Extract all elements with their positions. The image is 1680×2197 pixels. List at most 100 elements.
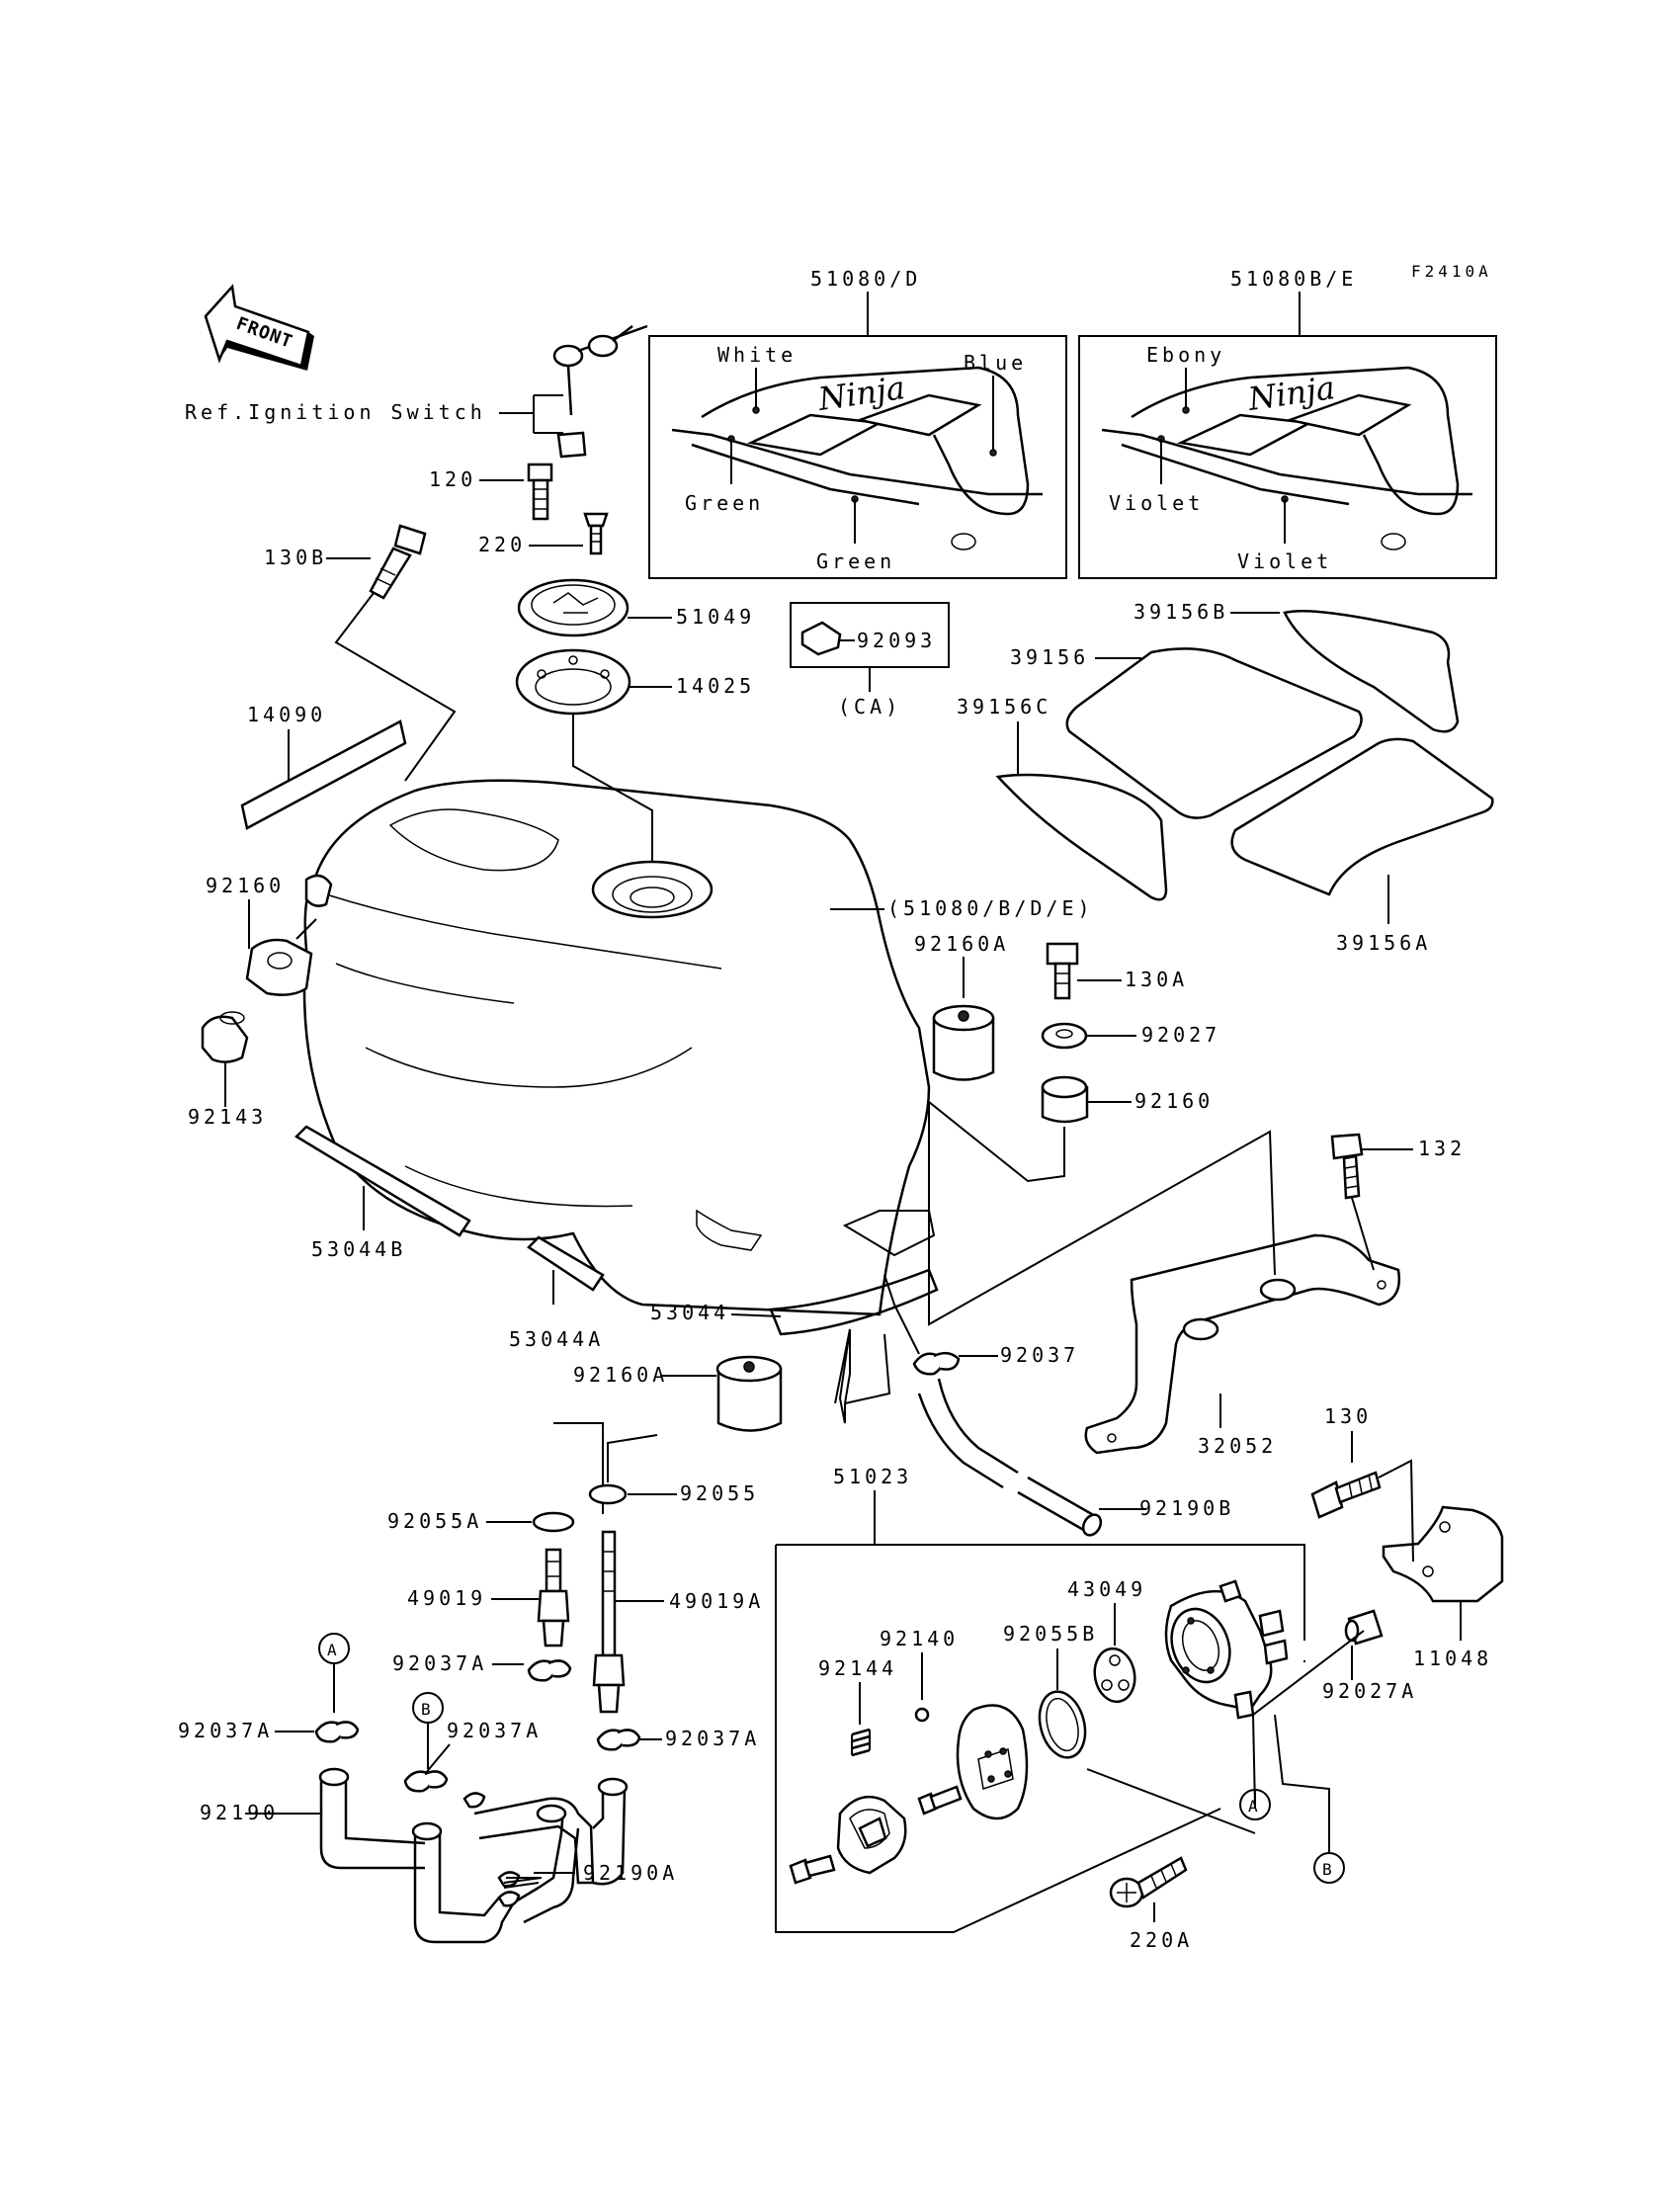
callout-49019A: 49019A (669, 1589, 764, 1613)
svg-text:B: B (1322, 1860, 1332, 1879)
callout-220A: 220A (1130, 1928, 1193, 1952)
callout-92055B: 92055B (1003, 1622, 1098, 1646)
collar-92143-icon (201, 1011, 249, 1063)
oring-92055A-icon (532, 1511, 575, 1533)
decal-set-2-drawing: Ninja (1101, 366, 1472, 550)
pad-39156C-icon (995, 773, 1168, 901)
callout-39156: 39156 (1010, 645, 1089, 669)
callout-120: 120 (429, 467, 476, 491)
decal-set-1-box (648, 335, 1067, 579)
callout-220: 220 (478, 533, 526, 556)
figure-code: F2410A (1411, 262, 1492, 281)
fuel-valve-body-icon (1164, 1579, 1289, 1720)
svg-text:A: A (327, 1641, 337, 1659)
mark-b-right: B (1313, 1852, 1345, 1884)
ball-92140-icon (914, 1707, 930, 1723)
callout-92037A-4: 92037A (665, 1727, 760, 1750)
callout-92160A-2: 92160A (573, 1363, 668, 1387)
bolt-130A-icon (1046, 942, 1079, 1000)
callout-92190: 92190 (200, 1801, 279, 1824)
trim-53044B-icon (294, 1125, 471, 1237)
callout-39156C: 39156C (957, 695, 1051, 718)
callout-49019: 49019 (407, 1586, 486, 1610)
damper-92160A-1-icon (932, 1004, 995, 1081)
callout-53044: 53044 (650, 1301, 729, 1324)
clip-92037A-2-icon (527, 1659, 572, 1682)
callout-tank: (51080/B/D/E) (887, 896, 1094, 920)
ignition-key-icon (552, 324, 648, 459)
callout-53044A: 53044A (509, 1327, 604, 1351)
damper-92160A-2-icon (715, 1355, 783, 1432)
callout-51049: 51049 (676, 605, 755, 629)
screw-220A-icon (1109, 1856, 1188, 1908)
ref-ignition-label: Ref.Ignition Switch (185, 400, 486, 424)
callout-92055A: 92055A (387, 1509, 482, 1533)
decal-color-green-2: Green (816, 549, 895, 573)
washer-92027-icon (1041, 1022, 1088, 1050)
callout-39156B: 39156B (1134, 600, 1228, 624)
hose-92190A-icon (411, 1792, 580, 1944)
callout-51023: 51023 (833, 1465, 912, 1488)
callout-130: 130 (1324, 1404, 1372, 1428)
bolt-120-icon (527, 463, 553, 521)
assembly-51023-frame (775, 1544, 1305, 1933)
screw-plate-icon (917, 1785, 963, 1816)
hose-92190B-icon (917, 1378, 1103, 1537)
grommet-92160-right-icon (1041, 1075, 1089, 1124)
svg-text:B: B (421, 1700, 431, 1719)
mark-a-left: A (318, 1633, 350, 1664)
callout-92037A-1: 92037A (178, 1719, 273, 1742)
trim-53044A-icon (527, 1235, 605, 1292)
decal-color-violet-1: Violet (1109, 491, 1204, 515)
decal-set-2-part: 51080B/E (1230, 267, 1357, 291)
callout-92140: 92140 (880, 1627, 959, 1650)
lever-knob-icon (836, 1795, 907, 1875)
decal-color-green-1: Green (685, 491, 764, 515)
pipe-49019A-icon (592, 1530, 626, 1714)
clip-92037A-4-icon (596, 1729, 641, 1751)
callout-92160-left: 92160 (206, 874, 285, 897)
callout-92160A-1: 92160A (914, 932, 1009, 956)
fuel-tank-icon (302, 779, 939, 1336)
svg-text:A: A (1248, 1797, 1258, 1816)
decal-set-1-drawing: Ninja (671, 366, 1043, 550)
screw-knob-icon (789, 1854, 836, 1885)
callout-53044B: 53044B (311, 1237, 406, 1261)
bolt-130-icon (1310, 1471, 1382, 1519)
bolt-132-icon (1330, 1133, 1364, 1200)
screw-220-icon (583, 512, 609, 555)
bracket-32052-icon (1084, 1233, 1401, 1455)
decal-set-1-part: 51080/D (810, 267, 921, 291)
decal-color-ebony: Ebony (1146, 343, 1225, 367)
callout-92037A-2: 92037A (392, 1651, 487, 1675)
pad-39156A-icon (1230, 737, 1494, 896)
decal-set-2-box (1078, 335, 1497, 579)
callout-132: 132 (1418, 1137, 1466, 1160)
nut-92093-icon (800, 621, 842, 656)
callout-130B: 130B (264, 546, 327, 569)
gasket-43049-icon (1093, 1647, 1136, 1704)
callout-92143: 92143 (188, 1105, 267, 1129)
callout-130A: 130A (1125, 968, 1188, 991)
spring-92144-icon (851, 1728, 871, 1757)
clip-92037A-3-icon (403, 1770, 449, 1793)
bracket-11048-icon (1382, 1505, 1504, 1603)
callout-14025: 14025 (676, 674, 755, 698)
callout-92055: 92055 (680, 1481, 759, 1505)
callout-92160-right: 92160 (1134, 1089, 1214, 1113)
callout-92027A: 92027A (1322, 1679, 1417, 1703)
callout-92190B: 92190B (1139, 1496, 1234, 1520)
callout-92144: 92144 (818, 1656, 897, 1680)
clip-92037-icon (912, 1351, 961, 1376)
decal-color-violet-2: Violet (1237, 549, 1332, 573)
callout-92190A: 92190A (583, 1861, 678, 1885)
pad-39156-icon (1065, 647, 1363, 819)
clip-92037A-1-icon (314, 1721, 360, 1743)
oring-92055B-icon (1038, 1690, 1087, 1759)
callout-14090: 14090 (247, 703, 326, 726)
hose-92190-icon (318, 1767, 629, 1886)
bolt-130B-icon (369, 524, 427, 600)
pad-39156B-icon (1283, 609, 1460, 733)
callout-92093: 92093 (857, 629, 936, 652)
pipe-49019-icon (537, 1548, 570, 1648)
